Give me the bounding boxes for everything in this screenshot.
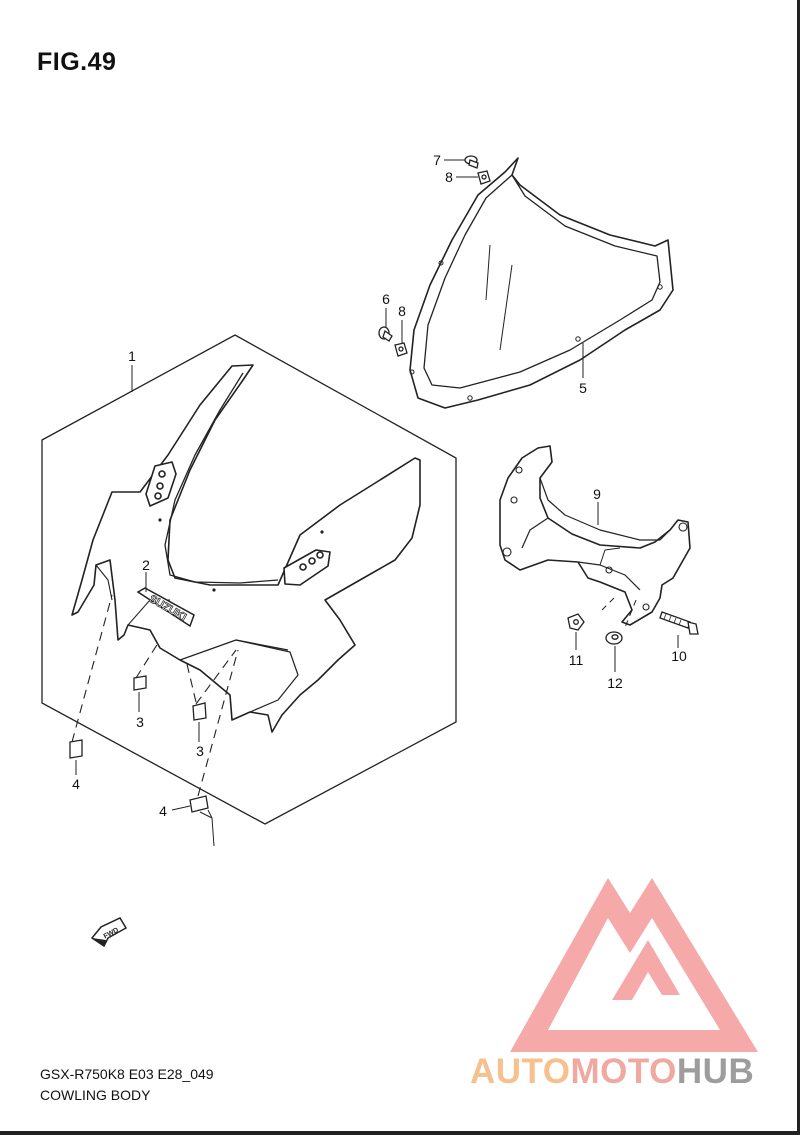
callout-6: 6 [382, 291, 390, 307]
model-code: GSX-R750K8 E03 E28_049 [40, 1066, 214, 1082]
cushion-4a [69, 739, 83, 759]
frame-border-right [797, 0, 800, 1135]
watermark-moto: MOTO [570, 1052, 677, 1091]
windscreen [409, 157, 674, 409]
callout-2: 2 [142, 557, 150, 573]
callout-4a: 4 [72, 776, 80, 792]
placement-guides [71, 594, 239, 797]
washer-12 [605, 631, 623, 645]
callout-3a: 3 [136, 714, 144, 730]
cushion-4b [189, 795, 209, 813]
frame-border-bottom [0, 1131, 800, 1135]
nut-8-upper [477, 170, 491, 185]
callout-12: 12 [607, 675, 623, 691]
callout-5: 5 [579, 380, 587, 396]
callout-1: 1 [128, 348, 136, 364]
bolt-10 [659, 611, 699, 635]
callout-3b: 3 [196, 743, 204, 759]
assembly-box [41, 334, 457, 825]
callout-labels: 1 2 3 3 4 4 5 6 7 8 8 9 10 11 12 [72, 152, 687, 819]
upper-cowling [71, 364, 421, 733]
watermark-wordmark: AUTOMOTOHUB [470, 1052, 754, 1092]
callout-7: 7 [433, 152, 441, 168]
screw-7 [464, 155, 479, 169]
brace-fasteners [567, 611, 699, 645]
watermark-logo-mark [510, 878, 758, 1052]
callout-9: 9 [593, 486, 601, 502]
callout-10: 10 [671, 648, 687, 664]
watermark-hub: HUB [676, 1052, 755, 1091]
forward-direction-marker: FWD [90, 917, 128, 948]
windscreen-fasteners [378, 155, 491, 357]
cushion-3a [133, 675, 147, 691]
nut-8-lower [394, 342, 408, 357]
figure-title: FIG.49 [37, 48, 117, 76]
screw-6 [378, 326, 393, 342]
callout-4b: 4 [159, 803, 167, 819]
callout-11: 11 [569, 652, 584, 668]
cowling-brace [499, 445, 691, 626]
callout-8-upper: 8 [445, 169, 453, 185]
watermark-auto: AUTO [470, 1052, 571, 1091]
section-name: COWLING BODY [40, 1087, 151, 1103]
callout-8-lower: 8 [398, 303, 406, 319]
grommet-11 [567, 613, 585, 631]
cushion-pads [69, 675, 209, 813]
leader-lines [75, 159, 679, 847]
cushion-3b [192, 702, 207, 721]
